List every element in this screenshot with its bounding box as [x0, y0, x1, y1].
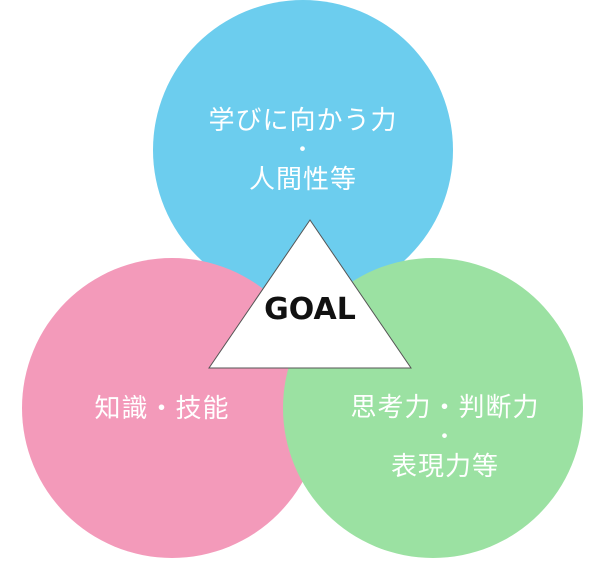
goal-triangle: [208, 219, 412, 369]
label-left-text: 知識・技能: [94, 394, 230, 424]
label-top: 学びに向かう力 ・ 人間性等: [203, 105, 403, 196]
circle-top: [153, 0, 453, 300]
label-top-dot: ・: [291, 137, 315, 163]
label-right-line2: 表現力等: [390, 451, 499, 482]
label-top-line1: 学びに向かう力: [208, 106, 398, 136]
label-right: 思考力・判断力 ・ 表現力等: [340, 392, 550, 483]
label-right-dot: ・: [433, 424, 457, 450]
goal-label: GOAL: [264, 292, 356, 327]
label-right-line1: 思考力・判断力: [350, 393, 540, 423]
label-top-line2: 人間性等: [248, 164, 357, 195]
label-left: 知識・技能: [62, 393, 262, 426]
